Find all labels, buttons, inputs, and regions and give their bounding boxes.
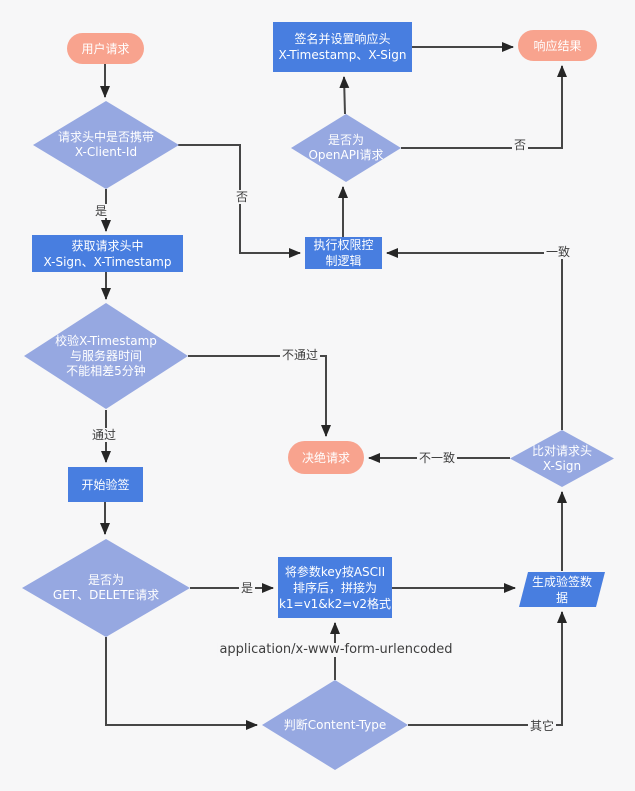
node-text: 据 — [555, 590, 568, 605]
node-text: 决绝请求 — [301, 450, 350, 465]
node-text: 签名并设置响应头 — [294, 32, 391, 46]
node-reject-request: 决绝请求 — [288, 441, 364, 474]
node-text: 获取请求头中 — [71, 238, 144, 253]
node-text: X-Sign — [542, 458, 582, 473]
edge-label-content-type-form: application/x-www-form-urlencoded — [217, 642, 455, 657]
node-text: 不能相差5分钟 — [66, 363, 146, 378]
edge-label-other: 其它 — [527, 719, 557, 733]
edge-label-no2: 否 — [511, 138, 529, 152]
node-text: 判断Content-Type — [283, 717, 387, 732]
edge-label-pass: 通过 — [89, 428, 119, 442]
node-gen-sign-data: 生成验签数 据 — [519, 572, 605, 607]
node-text: 开始验签 — [81, 477, 130, 492]
node-text: GET、DELETE请求 — [52, 588, 160, 602]
node-text: 制逻辑 — [325, 254, 362, 268]
edge-openapi-no — [401, 65, 567, 149]
node-text: 排序后，拼接为 — [292, 580, 377, 595]
node-text: 与服务器时间 — [69, 348, 142, 363]
edge-label-yes2: 是 — [238, 581, 256, 595]
node-sort-params: 将参数key按ASCII 排序后，拼接为 k1=v1&k2=v2格式 — [278, 557, 392, 618]
node-sign-response: 签名并设置响应头 X-Timestamp、X-Sign — [273, 22, 412, 72]
node-text: 响应结果 — [533, 38, 582, 53]
edge-label-fail: 不通过 — [279, 348, 321, 362]
node-response-result: 响应结果 — [518, 30, 597, 61]
node-text: k1=v1&k2=v2格式 — [278, 596, 392, 611]
node-text: X-Sign、X-Timestamp — [43, 254, 172, 269]
node-text: 生成验签数 — [531, 574, 592, 589]
node-text: 用户请求 — [81, 41, 130, 56]
edge-method-down — [105, 637, 258, 730]
node-text: 将参数key按ASCII — [284, 564, 386, 579]
node-user-request: 用户请求 — [67, 33, 144, 64]
node-text: 比对请求头 — [531, 443, 592, 458]
node-text: 校验X-Timestamp — [55, 333, 157, 348]
edge-label-match: 一致 — [543, 245, 573, 259]
edge-openapi-yes — [339, 76, 350, 115]
node-get-headers: 获取请求头中 X-Sign、X-Timestamp — [32, 235, 183, 272]
edge-timestamp-fail — [188, 355, 331, 437]
node-text: 是否为 — [327, 133, 364, 147]
node-text: X-Timestamp、X-Sign — [278, 48, 407, 62]
node-text: 请求头中是否携带 — [57, 130, 154, 144]
node-text: OpenAPI请求 — [308, 148, 384, 162]
node-exec-permission: 执行权限控 制逻辑 — [305, 237, 382, 269]
node-start-verify: 开始验签 — [68, 467, 143, 502]
edge-sign-match — [386, 248, 563, 430]
node-text: X-Client-Id — [74, 145, 138, 159]
node-text: 是否为 — [87, 573, 124, 587]
node-text: 执行权限控 — [313, 238, 374, 252]
edge-contenttype-other — [408, 611, 567, 726]
edge-label-mismatch: 不一致 — [416, 451, 458, 465]
edge-label-yes1: 是 — [92, 204, 110, 218]
edge-label-no1: 否 — [233, 190, 251, 204]
